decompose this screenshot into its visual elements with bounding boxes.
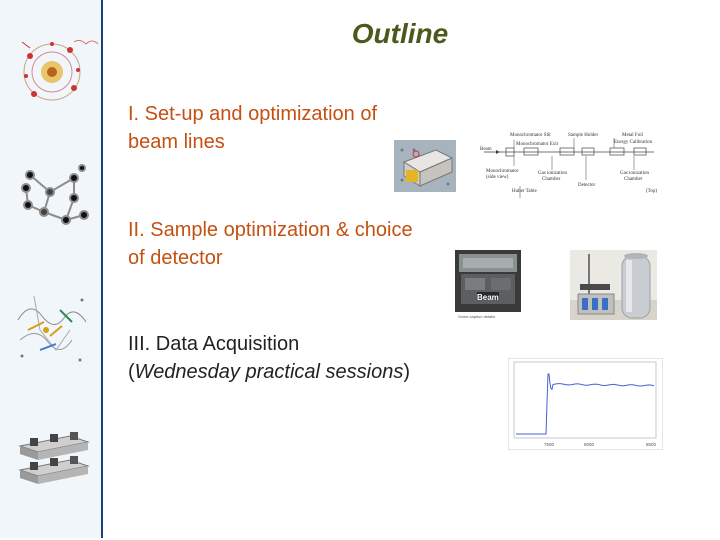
outline-item-3: III. Data Acquisition (Wednesday practic… [128, 330, 410, 386]
label-mono-crystals: Monochromator [486, 169, 519, 174]
outline-item-3-line1: III. Data Acquisition [128, 333, 300, 355]
label-detector: Detector [578, 183, 596, 188]
outline-item-3-line2: (Wednesday practical sessions) [128, 358, 410, 386]
spectrum-series [516, 373, 655, 435]
outline-item-2: II. Sample optimization & choice of dete… [128, 216, 413, 272]
molecule-icon [21, 164, 89, 225]
detector-photo: Beam Some caption details [455, 250, 521, 320]
outline-item-2-line2: of detector [128, 247, 223, 269]
outline-item-2-line1: II. Sample optimization & choice [128, 219, 413, 241]
label-mono-exit: Monochromator Exit [516, 142, 559, 147]
detector-caption: Some caption details [458, 314, 495, 319]
label-ion-chamber-2: Gas ionization [620, 171, 650, 176]
slide-title: Outline [351, 18, 449, 49]
beamline-diagram: Monochromator Slit Sample Holder Metal F… [474, 126, 664, 202]
label-ion-chamber-2b: Chamber [624, 177, 643, 182]
outline-item-1: I. Set-up and optimization of beam lines [128, 100, 377, 156]
beam-label: Beam [477, 293, 499, 302]
x-tick-2: 8000 [584, 442, 595, 447]
label-sample-holder: Sample Holder [568, 133, 598, 138]
lattice-icon [18, 432, 90, 484]
x-tick-1: 7500 [544, 442, 555, 447]
paren-close: ) [403, 361, 410, 383]
x-tick-3: 8500 [646, 442, 657, 447]
attenuator-photo [394, 140, 456, 192]
label-ion-chamber-1b: Chamber [542, 177, 561, 182]
dewar-photo [570, 250, 657, 320]
label-metal-foil: Metal Foil [622, 133, 644, 138]
atom-icon [21, 39, 99, 101]
outline-item-1-line1: I. Set-up and optimization of [128, 103, 378, 125]
label-ion-chamber-1: Gas ionization [538, 171, 568, 176]
paren-open: ( [128, 361, 135, 383]
outline-item-3-italic: Wednesday practical sessions [134, 361, 404, 383]
spectrum-plot: 7500 8000 8500 [508, 358, 663, 450]
sidebar-graphics [17, 39, 99, 484]
label-energy-cal: Energy Calibration [614, 140, 653, 145]
protein-icon [17, 295, 87, 362]
outline-item-1-line2: beam lines [128, 131, 225, 153]
label-top: (Top) [646, 189, 657, 194]
label-mono-slit: Monochromator Slit [510, 133, 551, 138]
label-crystals-sub: (side view) [486, 175, 509, 180]
label-huber: Huber Table [512, 189, 537, 194]
decorative-sidebar [0, 0, 103, 538]
label-beam: Beam [480, 147, 492, 152]
